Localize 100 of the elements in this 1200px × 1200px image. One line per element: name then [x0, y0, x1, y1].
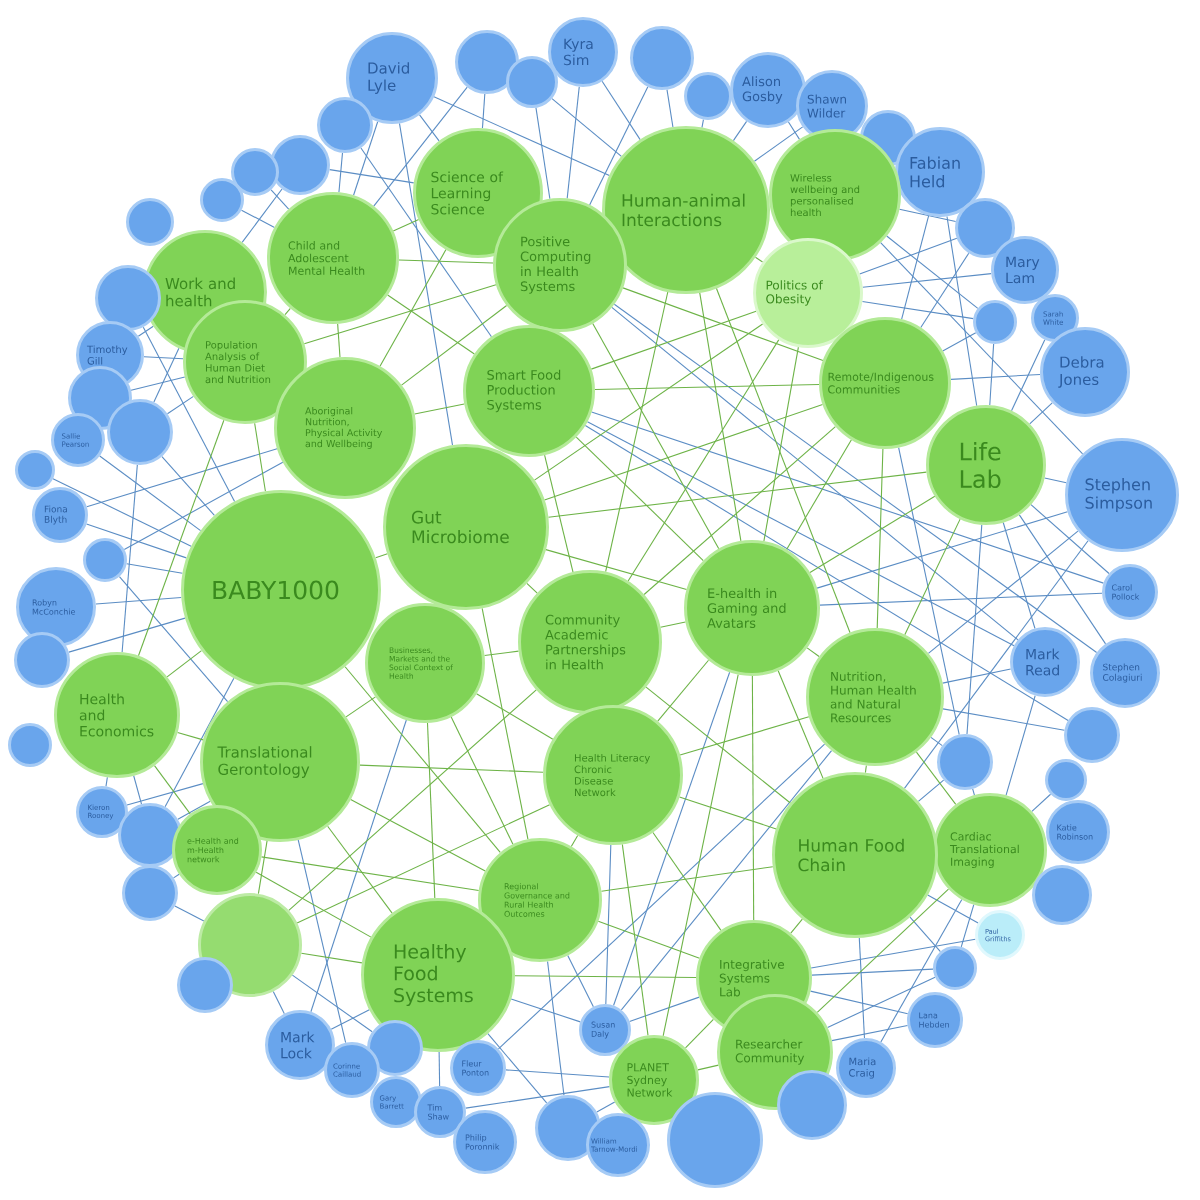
connection-line — [927, 894, 979, 924]
connection-line — [86, 448, 278, 508]
connection-line — [806, 647, 820, 658]
connection-line — [345, 696, 376, 718]
connection-line — [809, 495, 936, 574]
connection-line — [862, 273, 992, 288]
connection-line — [450, 716, 514, 845]
connection-line — [344, 666, 501, 853]
connection-line — [303, 284, 497, 345]
connection-line — [611, 306, 1019, 641]
blank-bubble — [83, 538, 127, 582]
connection-line — [666, 89, 674, 128]
connection-line — [387, 294, 475, 355]
connection-line — [950, 373, 1041, 380]
connection-line — [810, 938, 976, 969]
connection-line — [920, 252, 970, 329]
connection-line — [350, 798, 486, 872]
connection-line — [300, 952, 363, 964]
connection-line — [763, 346, 799, 542]
connection-line — [600, 866, 774, 892]
blank-bubble — [8, 723, 52, 767]
connection-line — [697, 1064, 720, 1071]
connection-line — [241, 188, 283, 243]
name-bubble: Tim Shaw — [414, 1086, 466, 1138]
blank-bubble — [506, 56, 558, 108]
connection-line — [605, 291, 669, 573]
connection-line — [858, 937, 865, 1039]
connection-line — [786, 439, 852, 550]
connection-line — [426, 722, 436, 899]
connection-line — [915, 751, 957, 805]
connection-line — [989, 343, 995, 406]
connection-line — [161, 456, 215, 516]
connection-line — [353, 121, 379, 196]
connection-line — [567, 954, 594, 1008]
connection-line — [270, 189, 290, 210]
connection-line — [330, 1009, 370, 1030]
connection-line — [629, 996, 700, 1022]
connection-line — [379, 249, 447, 367]
connection-line — [605, 844, 612, 1005]
blank-bubble — [933, 946, 977, 990]
connection-line — [123, 461, 284, 550]
topic-bubble: Wireless wellbeing and personalised health — [769, 129, 901, 261]
connection-line — [338, 152, 344, 193]
blank-bubble — [15, 450, 55, 490]
blank-bubble — [317, 97, 373, 153]
connection-line — [337, 323, 341, 358]
connection-line — [898, 208, 957, 223]
connection-line — [52, 478, 192, 547]
topic-bubble: PLANET Sydney Network — [609, 1035, 699, 1125]
connection-line — [373, 86, 468, 207]
connection-line — [787, 121, 801, 140]
connection-line — [329, 169, 415, 184]
connection-line — [481, 607, 529, 840]
connection-line — [701, 119, 704, 129]
name-bubble: Fiona Blyth — [32, 487, 88, 543]
connection-line — [942, 668, 1012, 684]
connection-line — [591, 411, 1104, 584]
blank-bubble — [630, 26, 694, 90]
connection-line — [678, 796, 777, 830]
connection-line — [597, 920, 701, 959]
connection-line — [414, 403, 465, 415]
topic-bubble: BABY1000 — [181, 490, 381, 690]
connection-line — [657, 659, 710, 722]
connection-line — [751, 675, 755, 921]
connection-line — [679, 716, 810, 756]
connection-line — [566, 86, 580, 199]
connection-line — [942, 332, 977, 352]
connection-line — [819, 592, 1103, 606]
connection-line — [288, 689, 537, 911]
connection-line — [1044, 477, 1067, 484]
connection-line — [927, 530, 1079, 654]
blank-bubble — [200, 178, 244, 222]
blank-bubble — [1064, 707, 1120, 763]
connection-line — [526, 582, 538, 594]
connection-line — [465, 1086, 611, 1109]
blank-bubble — [973, 300, 1017, 344]
connection-line — [1002, 521, 1036, 630]
connection-line — [433, 96, 610, 177]
connection-line — [901, 215, 930, 320]
connection-line — [652, 831, 722, 931]
topic-bubble: Nutrition, Human Health and Natural Resources — [806, 628, 944, 766]
connection-line — [85, 523, 187, 559]
connection-line — [684, 1018, 714, 1049]
connection-line — [142, 326, 236, 502]
connection-line — [1010, 339, 1046, 412]
connection-line — [864, 764, 867, 774]
connection-line — [297, 839, 347, 1044]
connection-line — [543, 403, 824, 501]
connection-line — [613, 303, 1098, 654]
connection-line — [570, 834, 579, 848]
connection-line — [627, 339, 780, 582]
topic-bubble: Politics of Obesity — [753, 238, 863, 348]
connection-line — [284, 307, 291, 316]
connection-line — [930, 736, 943, 747]
connection-line — [942, 708, 1065, 731]
connection-line — [917, 779, 945, 802]
connection-line — [105, 776, 108, 787]
connection-line — [514, 975, 697, 978]
connection-line — [166, 650, 202, 678]
connection-line — [126, 783, 204, 806]
